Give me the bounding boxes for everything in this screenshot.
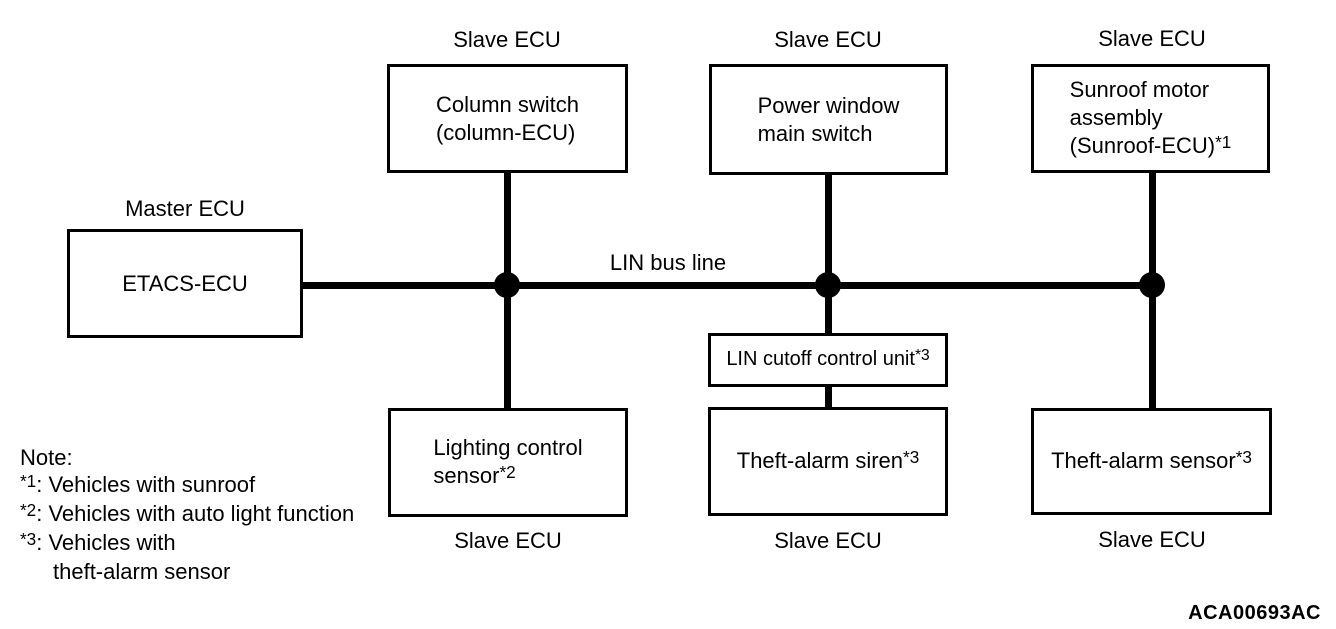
- note-item-2: *2: Vehicles with auto light function: [20, 499, 355, 526]
- etacs-ecu-box: ETACS-ECU: [67, 229, 303, 338]
- sunroof-role-label: Slave ECU: [1098, 26, 1206, 51]
- sunroof-motor-box-line3: (Sunroof-ECU)*1: [1069, 131, 1232, 158]
- theft-alarm-siren-box: Theft-alarm siren*3: [708, 407, 948, 516]
- column-switch-role-label: Slave ECU: [453, 27, 561, 52]
- note-marker-3: *3: [20, 528, 37, 549]
- power-window-box-line1: Power window: [757, 92, 900, 118]
- lin-bus-line-label: LIN bus line: [609, 250, 727, 275]
- bus-junction-dot-3: [1139, 272, 1165, 298]
- power-window-box: Power window main switch: [709, 64, 948, 175]
- note-marker-2: *2: [20, 499, 37, 520]
- note-item-3-continuation: theft-alarm sensor: [53, 559, 231, 584]
- note-marker-1: *1: [20, 470, 37, 491]
- sunroof-motor-box-line2: assembly: [1069, 105, 1163, 130]
- etacs-ecu-box-label: ETACS-ECU: [122, 270, 248, 296]
- power-window-role-label: Slave ECU: [774, 27, 882, 52]
- figure-code: ACA00693AC: [1188, 602, 1321, 624]
- note-item-3: *3: Vehicles with: [20, 528, 176, 555]
- lighting-note-ref: *2: [499, 461, 516, 482]
- cutoff-to-siren-connector-line: [825, 387, 832, 407]
- bus-junction-dot-2: [815, 272, 841, 298]
- sensor-note-ref: *3: [1235, 446, 1252, 467]
- siren-note-ref: *3: [903, 446, 920, 467]
- note-item-1: *1: Vehicles with sunroof: [20, 470, 256, 497]
- lighting-role-label: Slave ECU: [454, 528, 562, 553]
- sensor-role-label: Slave ECU: [1098, 527, 1206, 552]
- power-window-box-line2: main switch: [757, 120, 873, 146]
- master-role-label: Master ECU: [125, 196, 245, 221]
- lin-bus-line: [303, 282, 1152, 289]
- lighting-box-line2: sensor*2: [433, 461, 516, 488]
- siren-box-label: Theft-alarm siren*3: [736, 446, 920, 473]
- power-window-drop-line: [825, 174, 832, 333]
- lin-cutoff-control-unit-box: LIN cutoff control unit*3: [708, 333, 948, 387]
- lin-cutoff-box-label: LIN cutoff control unit*3: [726, 347, 930, 370]
- sunroof-motor-box: Sunroof motor assembly (Sunroof-ECU)*1: [1031, 64, 1270, 173]
- note-title: Note:: [20, 445, 73, 470]
- bus-junction-dot-1: [494, 272, 520, 298]
- note: Note: *1: Vehicles with sunroof *2: Vehi…: [20, 444, 354, 585]
- theft-alarm-sensor-box: Theft-alarm sensor*3: [1031, 408, 1272, 515]
- lighting-box-line1: Lighting control: [433, 435, 583, 460]
- lighting-control-sensor-box: Lighting control sensor*2: [388, 408, 628, 517]
- column-switch-box-line2: (column-ECU): [435, 119, 576, 145]
- siren-role-label: Slave ECU: [774, 528, 882, 553]
- column-switch-box-line1: Column switch: [435, 91, 580, 117]
- sunroof-note-ref: *1: [1215, 131, 1232, 152]
- sunroof-motor-box-line1: Sunroof motor: [1069, 77, 1210, 102]
- column-switch-box: Column switch (column-ECU): [387, 64, 628, 173]
- lin-cutoff-note-ref: *3: [914, 347, 930, 365]
- sensor-box-label: Theft-alarm sensor*3: [1051, 446, 1252, 473]
